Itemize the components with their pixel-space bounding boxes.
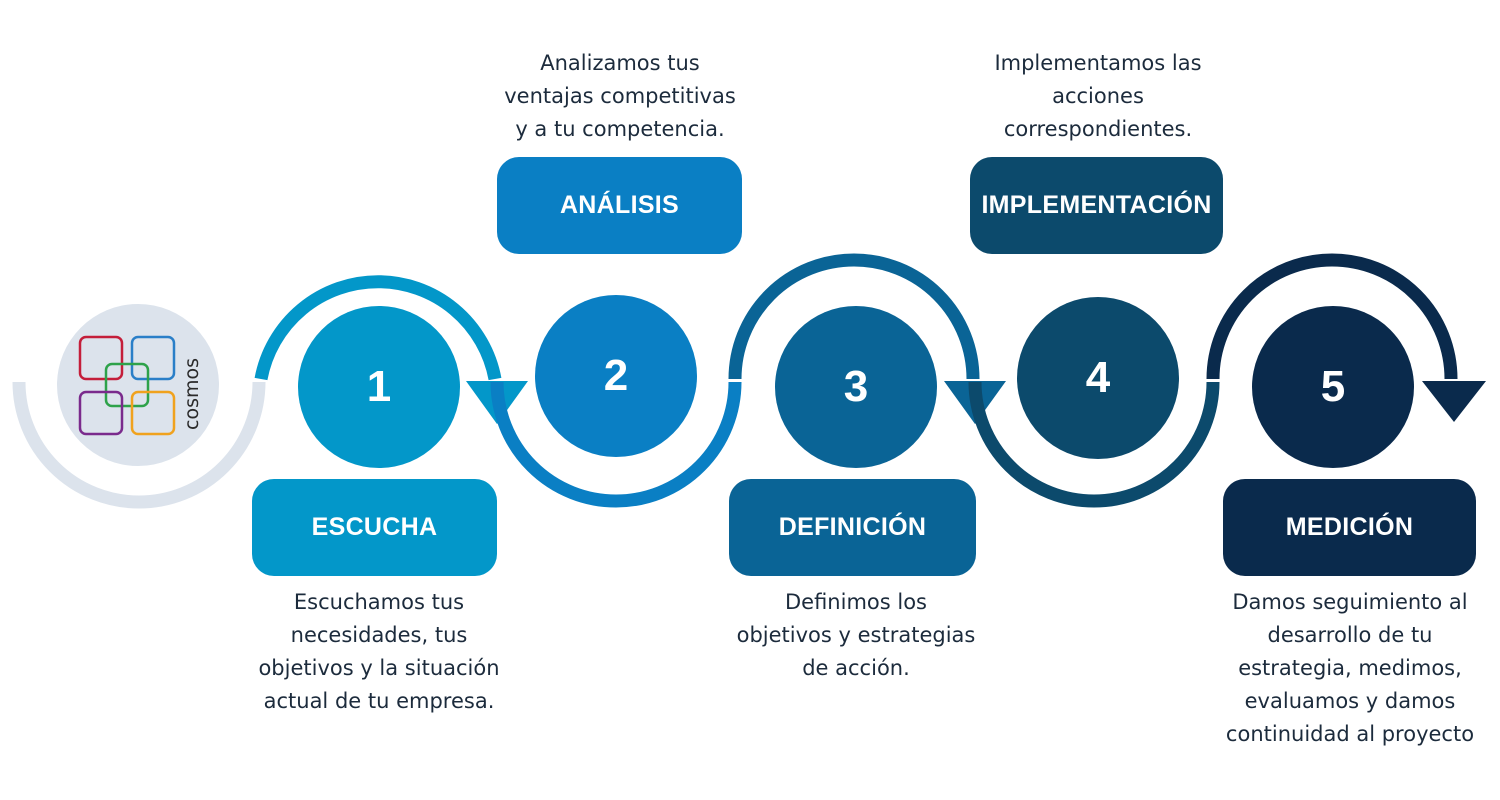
ring-5-arrowhead xyxy=(1422,381,1486,422)
step-3-title: DEFINICIÓN xyxy=(729,479,976,576)
step-3-description-line: de acción. xyxy=(802,656,910,680)
ring-4-arc xyxy=(968,381,1220,508)
step-4-description-line: acciones xyxy=(1052,84,1144,108)
step-5-description-line: continuidad al proyecto xyxy=(1225,722,1475,746)
logo-circle xyxy=(57,304,219,466)
step-3-description-line: objetivos y estrategias xyxy=(736,623,976,647)
step-1-description: Escuchamos tus necesidades, tus objetivo… xyxy=(238,586,520,718)
step-3-description: Definimos los objetivos y estrategias de… xyxy=(716,586,996,685)
step-1-description-line: Escuchamos tus xyxy=(293,590,465,614)
step-5-description-line: evaluamos y damos xyxy=(1244,689,1456,713)
step-2-description-line: Analizamos tus xyxy=(540,51,700,75)
step-2-description-line: y a tu competencia. xyxy=(515,117,725,141)
step-2-description: Analizamos tus ventajas competitivas y a… xyxy=(480,47,760,146)
logo-arc xyxy=(12,381,266,509)
step-3-description-line: Definimos los xyxy=(784,590,927,614)
step-2-number: 2 xyxy=(535,295,697,457)
step-3-number: 3 xyxy=(775,306,937,468)
ring-5-arc xyxy=(1206,253,1458,380)
step-1-description-line: objetivos y la situación xyxy=(258,656,500,680)
cosmos-logo-icon xyxy=(78,335,176,436)
step-1-title: ESCUCHA xyxy=(252,479,497,576)
step-5-description-line: estrategia, medimos, xyxy=(1238,656,1462,680)
step-5-number: 5 xyxy=(1252,306,1414,468)
step-2-description-line: ventajas competitivas xyxy=(504,84,736,108)
step-1-description-line: necesidades, tus xyxy=(290,623,468,647)
ring-3-arc xyxy=(728,253,980,380)
ring-2-arc xyxy=(490,381,742,508)
logo-wordmark: cosmos xyxy=(181,358,203,431)
step-1-description-line: actual de tu empresa. xyxy=(263,689,495,713)
step-4-description-line: correspondientes. xyxy=(1003,117,1193,141)
step-4-description-line: Implementamos las xyxy=(994,51,1202,75)
step-5-description-line: desarrollo de tu xyxy=(1267,623,1433,647)
step-4-number: 4 xyxy=(1017,297,1179,459)
step-5-description-line: Damos seguimiento al xyxy=(1232,590,1468,614)
ring-1-arc xyxy=(254,275,502,381)
step-1-number: 1 xyxy=(298,306,460,468)
step-5-title: MEDICIÓN xyxy=(1223,479,1476,576)
step-4-title: IMPLEMENTACIÓN xyxy=(970,157,1223,254)
step-5-description: Damos seguimiento al desarrollo de tu es… xyxy=(1206,586,1494,751)
step-2-title: ANÁLISIS xyxy=(497,157,742,254)
step-4-description: Implementamos las acciones correspondien… xyxy=(958,47,1238,146)
